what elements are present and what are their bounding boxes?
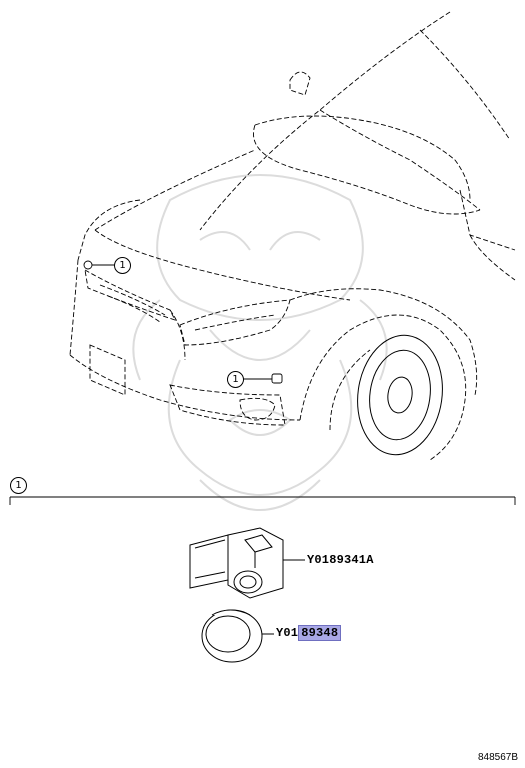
- front-wheel: [357, 334, 443, 456]
- upper-sensor-marker: [83, 260, 114, 270]
- cover-part-highlight: 89348: [298, 625, 342, 641]
- callout-ref-upper[interactable]: 1: [114, 257, 131, 274]
- sensor-cover-illustration: [201, 609, 274, 663]
- callout-ref-lower[interactable]: 1: [227, 371, 244, 388]
- callout-group[interactable]: 1: [10, 477, 27, 494]
- lower-sensor-marker: [243, 373, 283, 384]
- sensor-part-number[interactable]: Y0189341A: [307, 553, 374, 567]
- group-bracket: [9, 496, 516, 505]
- cover-part-prefix: Y01: [276, 626, 299, 640]
- ultrasonic-sensor-illustration: [189, 527, 305, 599]
- diagram-code: 848567B: [478, 752, 519, 763]
- car-outline: [69, 11, 516, 461]
- watermark-emblem-icon: [132, 174, 388, 511]
